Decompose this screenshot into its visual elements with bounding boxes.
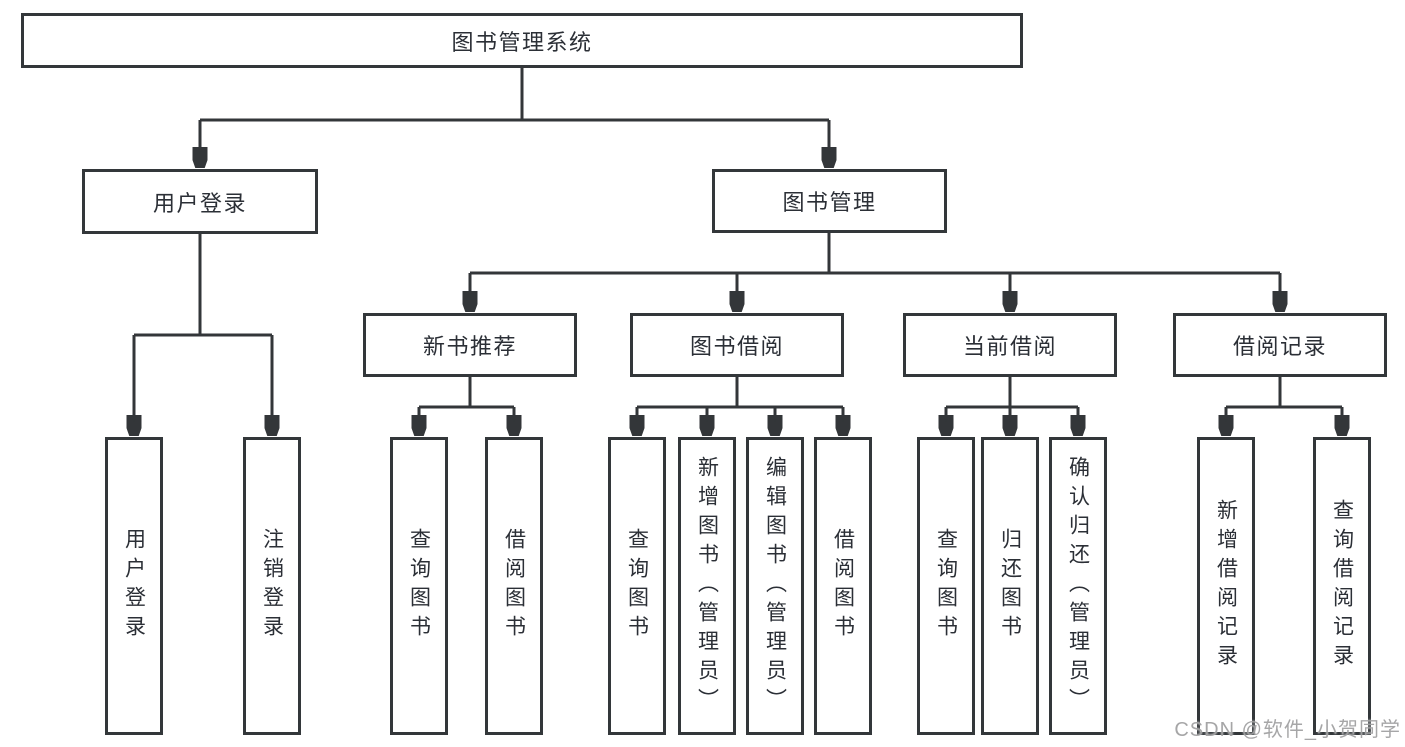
node-label: 新书推荐 — [422, 334, 517, 359]
node-label: 借阅记录 — [1232, 334, 1327, 359]
leaf-label: 查询借阅记录 — [1330, 499, 1354, 673]
leaf-user-login: 用户登录 — [105, 437, 163, 735]
leaf-query-books-borrowing: 查询图书 — [608, 437, 666, 735]
leaf-borrow-books-borrowing: 借阅图书 — [814, 437, 872, 735]
leaf-add-books-admin: 新增图书（管理员） — [678, 437, 736, 735]
node-label: 用户登录 — [152, 190, 247, 216]
node-borrowing-records: 借阅记录 — [1173, 313, 1387, 377]
leaf-label: 确认归还（管理员） — [1066, 455, 1090, 717]
node-user-login: 用户登录 — [82, 169, 318, 234]
leaf-borrow-books-recommend: 借阅图书 — [485, 437, 543, 735]
leaf-query-books-recommend: 查询图书 — [390, 437, 448, 735]
leaf-label: 归还图书 — [998, 528, 1022, 644]
leaf-label: 查询图书 — [934, 528, 958, 644]
leaf-edit-books-admin: 编辑图书（管理员） — [746, 437, 804, 735]
leaf-label: 借阅图书 — [502, 528, 526, 644]
node-label: 图书管理 — [782, 190, 877, 215]
leaf-logout: 注销登录 — [243, 437, 301, 735]
csdn-watermark: CSDN @软件_小贺同学 — [1174, 719, 1401, 741]
leaf-label: 用户登录 — [122, 528, 146, 644]
leaf-label: 新增图书（管理员） — [695, 455, 719, 717]
leaf-label: 借阅图书 — [831, 528, 855, 644]
leaf-query-borrow-record: 查询借阅记录 — [1313, 437, 1371, 735]
node-label: 图书借阅 — [689, 334, 784, 359]
node-label: 图书管理系统 — [451, 29, 593, 55]
node-book-borrowing: 图书借阅 — [630, 313, 844, 377]
leaf-label: 新增借阅记录 — [1214, 499, 1238, 673]
node-library-management-system: 图书管理系统 — [21, 13, 1023, 68]
leaf-label: 编辑图书（管理员） — [763, 455, 787, 717]
node-current-borrowing: 当前借阅 — [903, 313, 1117, 377]
node-book-management: 图书管理 — [712, 169, 947, 233]
leaf-return-books: 归还图书 — [981, 437, 1039, 735]
leaf-add-borrow-record: 新增借阅记录 — [1197, 437, 1255, 735]
leaf-label: 查询图书 — [625, 528, 649, 644]
leaf-label: 注销登录 — [260, 528, 284, 644]
leaf-label: 查询图书 — [407, 528, 431, 644]
leaf-confirm-return-admin: 确认归还（管理员） — [1049, 437, 1107, 735]
node-label: 当前借阅 — [962, 334, 1057, 359]
node-new-book-recommend: 新书推荐 — [363, 313, 577, 377]
leaf-query-books-current: 查询图书 — [917, 437, 975, 735]
